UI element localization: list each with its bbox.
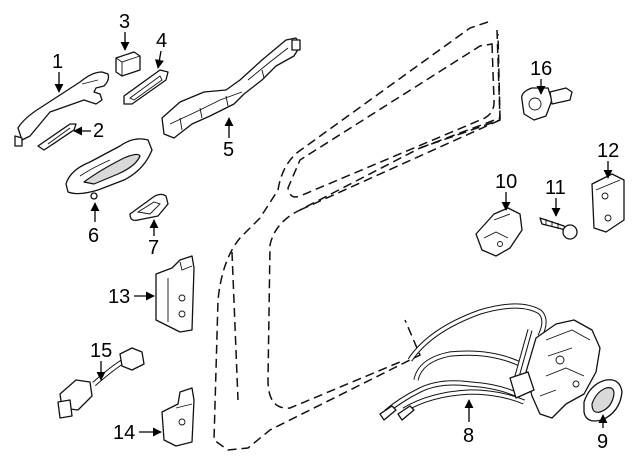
door-switch-part [521,87,573,121]
latch-bracket-part [155,255,195,333]
callout-number-8: 8 [463,425,474,447]
callout-number-10: 10 [495,171,517,193]
callout-number-12: 12 [597,140,619,162]
callout-number-3: 3 [119,11,130,33]
wire-harness-part [57,347,145,419]
striker-plate-part [591,173,625,233]
handle-bracket-part [161,37,301,139]
lock-cylinder-part [115,51,141,77]
callout-number-9: 9 [597,431,608,453]
callout-12: 12 [597,140,619,179]
leader-4 [154,50,164,69]
callout-15: 15 [90,340,112,381]
callout-1: 1 [52,51,64,93]
callout-16: 16 [530,58,552,95]
callout-7: 7 [148,219,159,259]
callout-number-6: 6 [88,225,99,247]
callout-13: 13 [108,286,155,308]
callout-number-7: 7 [148,237,159,259]
callout-number-2: 2 [93,120,104,142]
callout-14: 14 [113,422,162,444]
callout-number-13: 13 [108,286,130,308]
inside-handle-part [65,138,153,200]
grommet-part [583,379,623,422]
screw-part [539,217,578,240]
callout-number-4: 4 [156,30,167,52]
handle-gasket-part [123,69,169,105]
handle-bezel-part [129,193,169,222]
callout-number-14: 14 [113,422,135,444]
callout-11: 11 [545,177,566,217]
callout-10: 10 [495,171,517,211]
door-outline [213,21,501,451]
door-lock-actuator-part [379,303,601,421]
callout-number-15: 15 [90,340,112,362]
callout-number-11: 11 [545,177,566,199]
callout-number-5: 5 [223,139,234,161]
callout-9: 9 [597,414,608,453]
callout-8: 8 [463,399,474,447]
callout-number-16: 16 [530,58,552,80]
callout-4: 4 [154,30,167,69]
callout-number-1: 1 [52,51,63,73]
handle-trim-part [37,123,77,151]
door-striker-part [475,207,523,257]
callout-5: 5 [223,117,234,161]
callout-3: 3 [119,11,130,51]
callout-6: 6 [88,202,100,247]
lower-bracket-part [161,387,195,447]
callout-2: 2 [73,120,104,142]
outside-handle-part [14,71,110,147]
